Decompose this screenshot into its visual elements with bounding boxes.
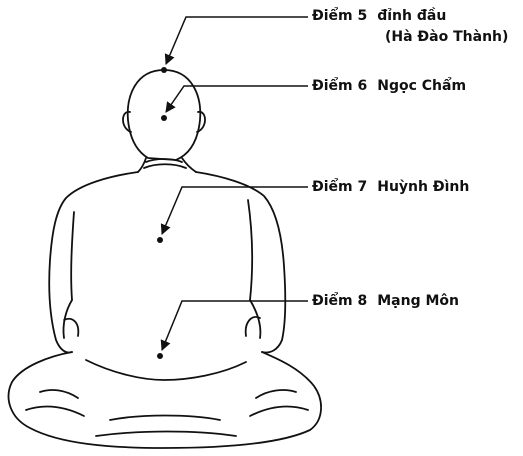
point-8-dot <box>157 353 163 359</box>
leg-fold-left <box>40 390 78 398</box>
label-point-5-subtitle: (Hà Đào Thành) <box>385 29 508 46</box>
leader-7 <box>162 187 308 234</box>
point-5-dot <box>161 67 167 73</box>
leg-fold-left-2 <box>26 407 84 416</box>
label-point-8: Điểm 8 Mạng Môn <box>312 293 459 310</box>
right-arm <box>246 300 261 338</box>
leg-fold-right-2 <box>250 407 308 416</box>
neck-fold-2 <box>144 164 186 168</box>
label-point-5-number: Điểm 5 <box>312 8 367 25</box>
label-point-6: Điểm 6 Ngọc Chẩm <box>312 78 466 95</box>
point-7-dot <box>157 237 163 243</box>
label-point-8-name: Mạng Môn <box>377 293 459 310</box>
label-point-7-name: Huỳnh Đình <box>377 179 469 196</box>
label-point-7-number: Điểm 7 <box>312 179 367 196</box>
back-outline <box>49 172 285 353</box>
right-shoulder-seam <box>248 200 252 300</box>
label-point-7: Điểm 7 Huỳnh Đình <box>312 179 469 196</box>
figure-outline <box>9 70 321 448</box>
acupoints <box>157 67 167 359</box>
label-point-5: Điểm 5 đỉnh đầu <box>312 8 446 25</box>
leg-fold-center <box>110 416 220 421</box>
leader-8 <box>162 301 308 350</box>
waist <box>86 360 246 380</box>
label-point-6-name: Ngọc Chẩm <box>377 78 466 95</box>
left-shoulder-seam <box>71 212 74 300</box>
label-point-8-number: Điểm 8 <box>312 293 367 310</box>
point-6-dot <box>161 115 167 121</box>
label-point-5-name: đỉnh đầu <box>377 8 446 25</box>
neck-fold-1 <box>146 159 182 162</box>
leader-5 <box>166 17 308 64</box>
legs-outline <box>9 352 321 448</box>
leg-fold-center-2 <box>96 432 236 437</box>
label-point-6-number: Điểm 6 <box>312 78 367 95</box>
leg-fold-right <box>256 390 296 398</box>
leader-6 <box>166 86 308 112</box>
left-arm <box>63 300 78 338</box>
